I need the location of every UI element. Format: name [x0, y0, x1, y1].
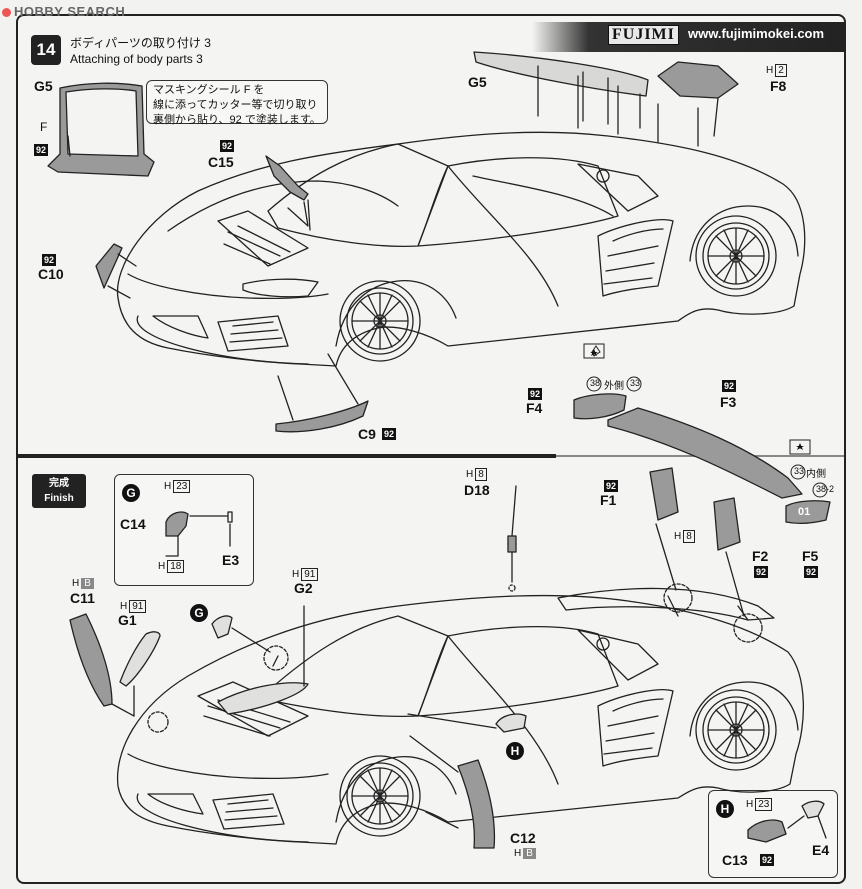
step-title-jp: ボディパーツの取り付け 3	[70, 36, 211, 50]
label-38-2: 38-2	[816, 484, 835, 494]
paint-92-f5: 92	[804, 566, 819, 578]
header-bar	[532, 22, 844, 52]
part-c11	[69, 613, 113, 707]
circle-g: G	[122, 484, 140, 502]
step-title-en: Attaching of body parts 3	[70, 52, 203, 66]
part-f5	[785, 500, 831, 524]
paint-92-f1: 92	[604, 480, 619, 492]
circle-h-mirror: H	[506, 742, 524, 760]
paint-92-c9: 92	[382, 428, 397, 440]
brand-logo: FUJIMI	[608, 25, 679, 45]
label-c11: C11	[70, 590, 95, 606]
part-c10	[95, 243, 123, 289]
label-inner-jp: 内側	[806, 469, 826, 480]
circle-h: H	[716, 800, 734, 818]
part-f3-wing	[607, 407, 803, 499]
paint-92-c15: 92	[220, 140, 235, 152]
label-outer-jp: 外側	[604, 381, 624, 392]
label-33-inner: 33	[794, 466, 805, 476]
label-c13: C13	[722, 852, 748, 868]
paint-92-f3: 92	[722, 380, 737, 392]
label-f3: F3	[720, 394, 737, 410]
part-f8	[657, 61, 739, 99]
label-g5-left: G5	[34, 78, 53, 94]
paint-92-f4: 92	[528, 388, 543, 400]
paint-92-g5: 92	[34, 144, 49, 156]
label-d18: D18	[464, 482, 490, 498]
paint-92-c10: 92	[42, 254, 57, 266]
part-c9	[275, 400, 369, 433]
part-d18	[511, 485, 517, 537]
masking-note: マスキングシール F を 線に添ってカッター等で切り取り 裏側から貼り、92 で…	[146, 80, 328, 126]
instruction-frame: FUJIMI www.fujimimokei.com 14 ボディパーツの取り付…	[16, 14, 846, 884]
label-f5: F5	[802, 548, 819, 564]
label-c14: C14	[120, 516, 146, 532]
step-number: 14	[31, 35, 61, 65]
part-g2	[217, 682, 309, 715]
part-c12	[457, 759, 496, 849]
paint-92-f2: 92	[754, 566, 769, 578]
part-f2	[713, 497, 741, 551]
part-e4	[801, 800, 825, 819]
part-f4	[573, 393, 627, 420]
part-c14	[165, 511, 189, 537]
assembly-drawing	[47, 51, 831, 849]
label-f8: F8	[770, 78, 787, 94]
paint-92-c13: 92	[760, 854, 775, 866]
label-f1: F1	[600, 492, 617, 508]
label-c12: C12	[510, 830, 536, 846]
label-33-outer: 33	[630, 378, 641, 388]
part-g1	[119, 631, 161, 687]
section-divider	[18, 454, 556, 458]
label-f5-plate: 01	[798, 506, 811, 518]
part-c13	[747, 819, 787, 843]
circle-g-mirror: G	[190, 604, 208, 622]
label-38-outer: 38	[590, 378, 601, 388]
label-f4: F4	[526, 400, 543, 416]
label-e3: E3	[222, 552, 240, 568]
label-g1: G1	[118, 612, 137, 628]
label-c10: C10	[38, 266, 64, 282]
watermark: HOBBY SEARCH	[2, 4, 125, 19]
label-g2: G2	[294, 580, 313, 596]
label-f: F	[40, 120, 48, 134]
label-c15: C15	[208, 154, 234, 170]
label-g5-top: G5	[468, 74, 487, 90]
top-windshield	[267, 143, 449, 247]
part-e3	[189, 511, 233, 523]
bottom-windshield	[267, 615, 449, 718]
part-f1	[649, 467, 679, 521]
label-e4: E4	[812, 842, 830, 858]
part-g5-top	[473, 51, 649, 97]
label-c9: C9	[358, 426, 376, 442]
brand-url: www.fujimimokei.com	[688, 26, 825, 41]
label-f2: F2	[752, 548, 769, 564]
part-c15	[265, 155, 309, 201]
